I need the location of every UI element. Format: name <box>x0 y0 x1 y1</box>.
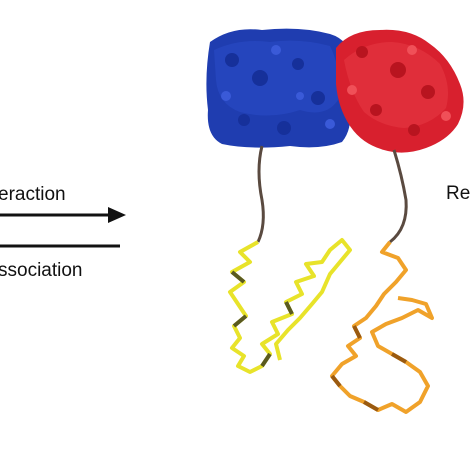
blue-linker <box>256 145 265 243</box>
red-linker <box>389 149 408 244</box>
red-protein-surface-icon <box>336 29 464 153</box>
yellow-peptide-trace-icon <box>228 238 352 374</box>
blue-protein-surface-icon <box>206 28 352 148</box>
orange-peptide-trace-icon <box>330 240 434 414</box>
dissociation-label: ssociation <box>0 260 83 281</box>
interaction-label: eraction <box>0 184 66 205</box>
right-edge-label: Re <box>446 183 471 204</box>
forward-arrow <box>0 207 126 223</box>
